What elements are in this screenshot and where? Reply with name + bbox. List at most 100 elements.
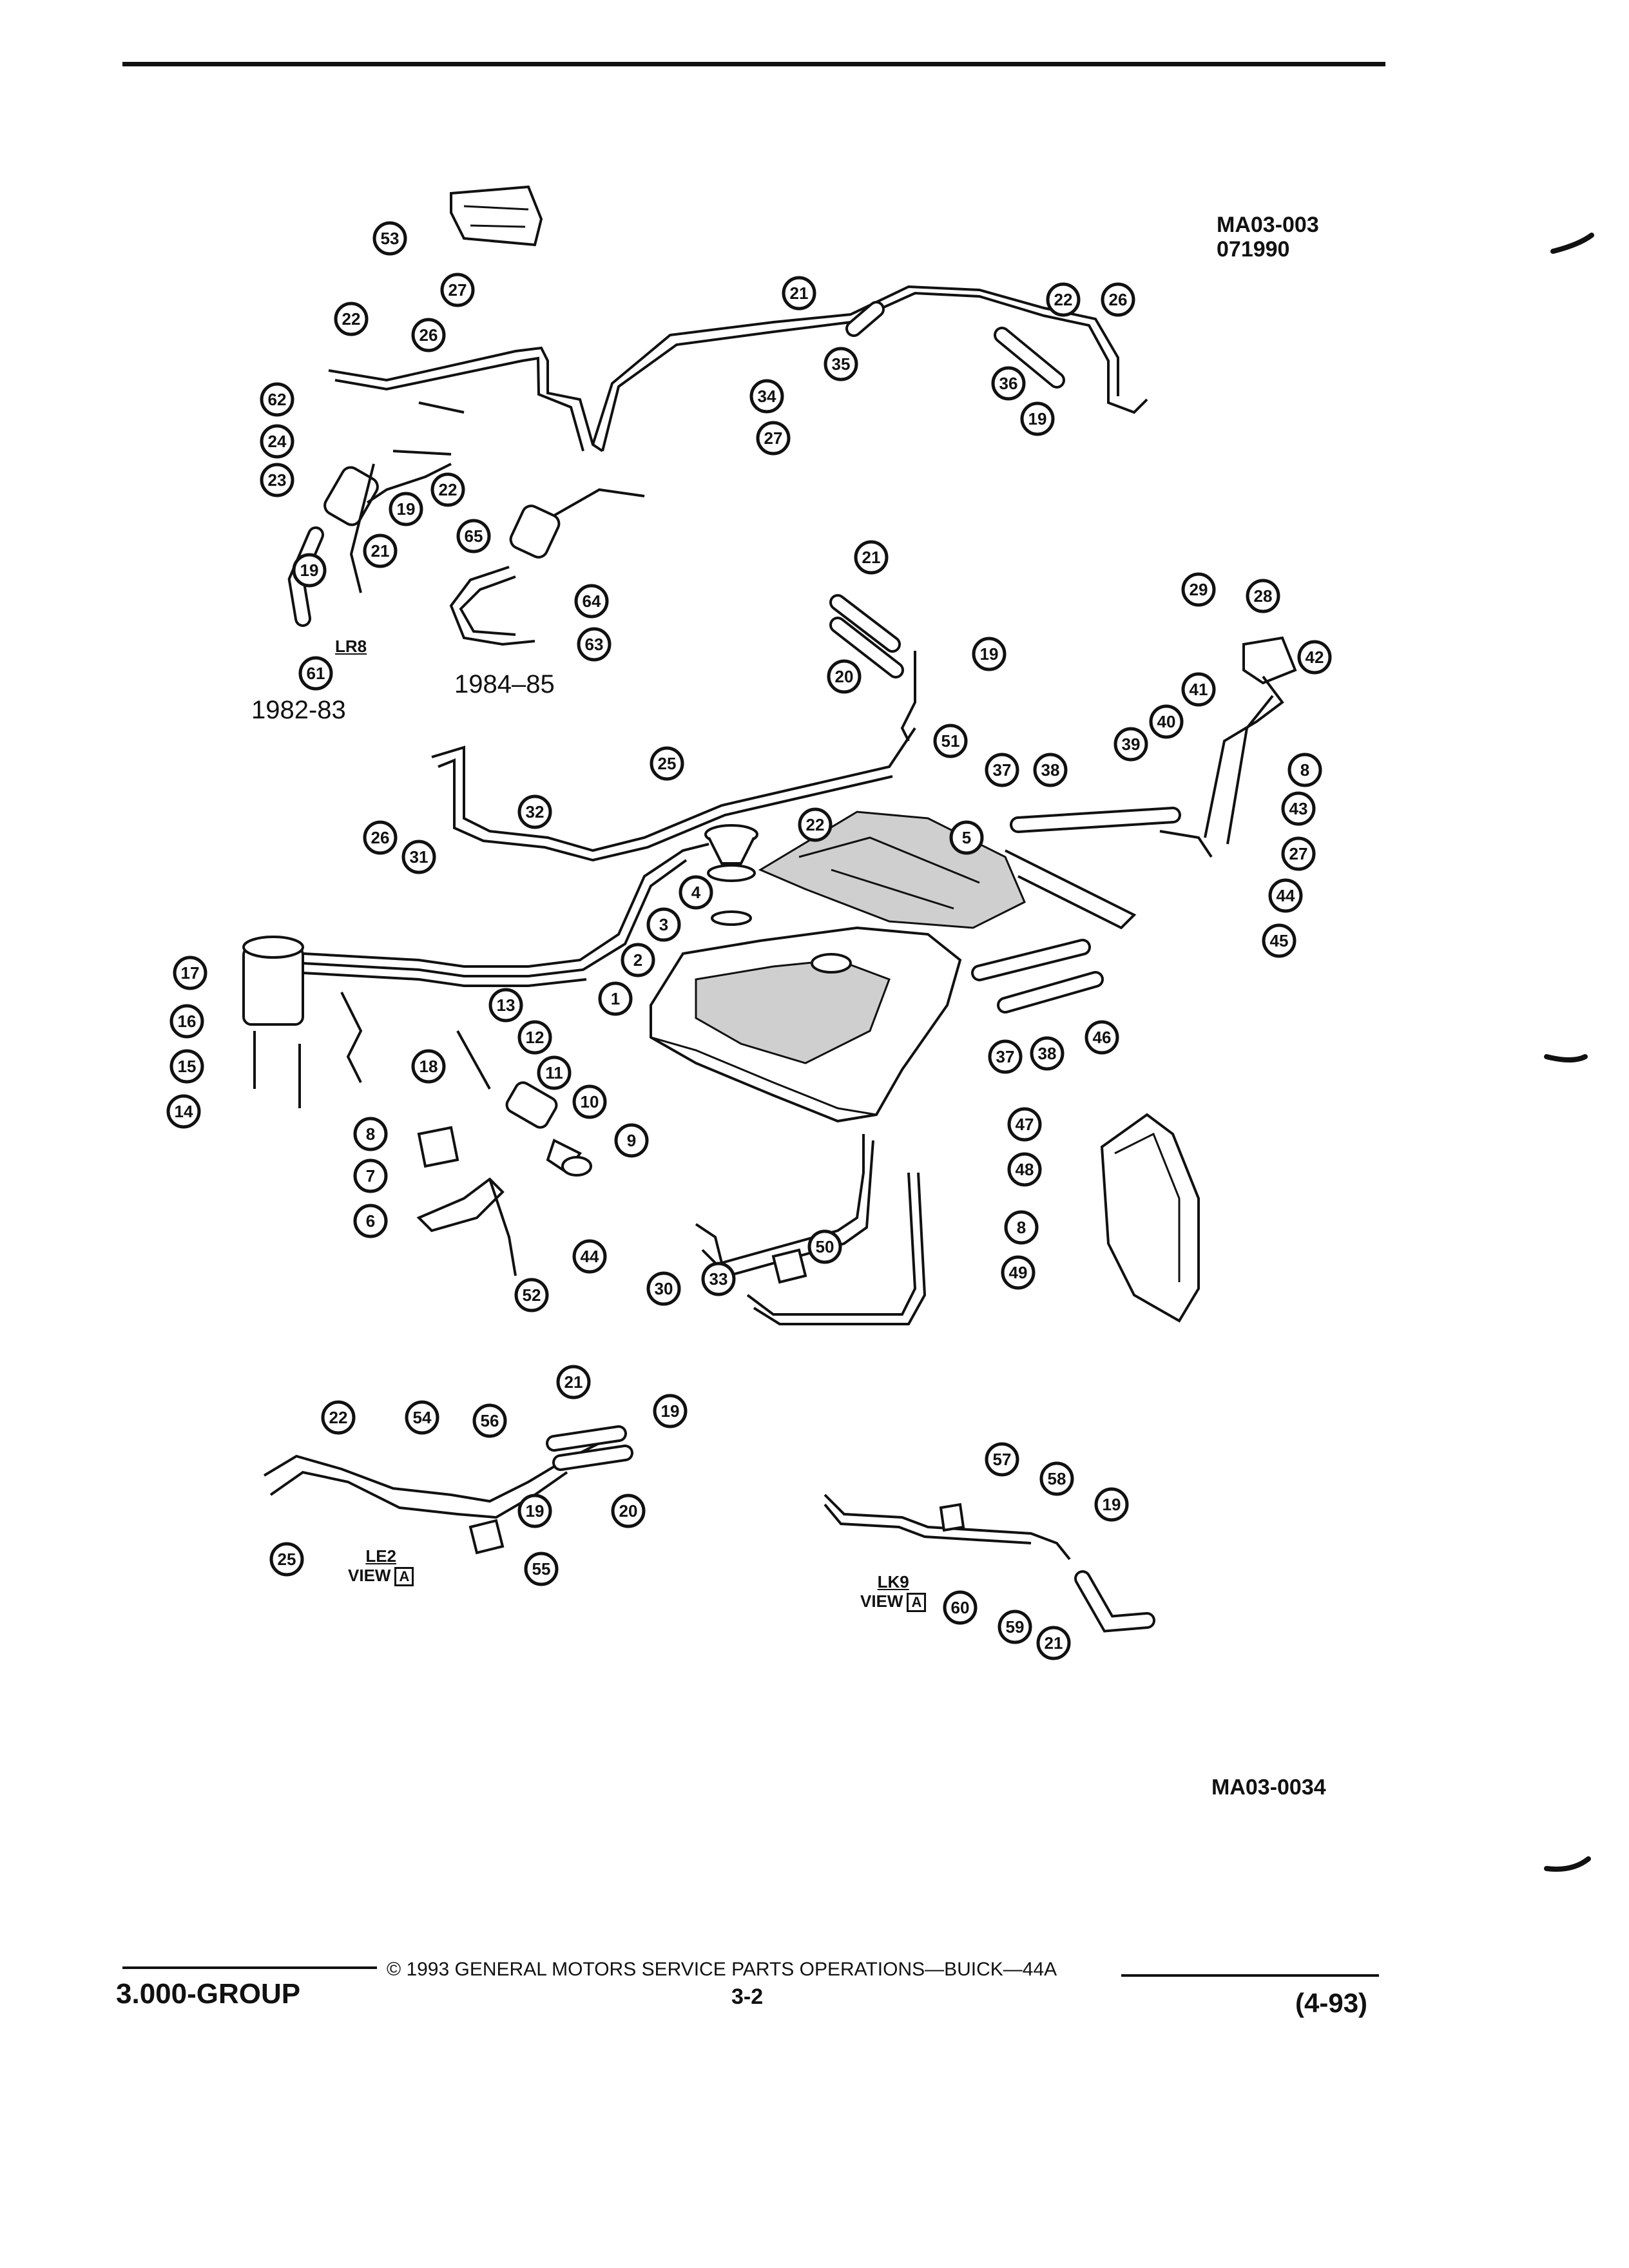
callout-number: 46 [1093,1028,1112,1047]
callout-7: 7 [353,1158,388,1193]
upper-fuel-lines [328,285,1148,452]
lr8-text: LR8 [335,637,367,656]
callout-number: 19 [300,561,319,580]
diagram-code-date: 071990 [1217,237,1290,262]
filler-hoses-46 [971,849,1137,1014]
bracket-6-7 [416,1126,517,1276]
callout-21: 21 [556,1365,591,1399]
le2-view-lines [263,1425,633,1555]
top-rule [122,62,1385,66]
callout-number: 49 [1009,1263,1028,1282]
callout-number: 59 [1006,1617,1025,1637]
callout-number: 22 [342,309,361,329]
callout-45: 45 [1262,923,1296,958]
callout-38: 38 [1033,753,1068,787]
footer-page-number: 3-2 [731,1984,764,2009]
fuel-tank-1 [650,926,962,1123]
callout-15: 15 [169,1049,204,1084]
callout-12: 12 [517,1020,552,1055]
callout-41: 41 [1181,672,1216,707]
callout-number: 35 [832,354,851,374]
le2-text: LE2 [365,1546,397,1566]
callout-51: 51 [933,724,968,758]
callout-number: 14 [175,1102,193,1121]
callout-27: 27 [440,273,475,307]
callout-number: 24 [268,432,287,451]
callout-number: 19 [1028,409,1047,428]
filter-assembly-lr8 [287,401,465,627]
callout-49: 49 [1001,1255,1036,1290]
callout-8: 8 [1004,1210,1039,1245]
callout-number: 38 [1041,760,1060,780]
callout-25: 25 [269,1542,304,1577]
callout-46: 46 [1084,1020,1119,1055]
callout-number: 4 [691,883,701,902]
callout-number: 15 [178,1057,197,1076]
callout-number: 56 [481,1411,499,1430]
callout-number: 8 [1300,760,1309,780]
callout-53: 53 [372,221,407,256]
callout-19: 19 [292,553,327,588]
callout-number: 34 [758,387,776,406]
lr8-label: LR8 [335,637,367,656]
lk9-view-letter: A [907,1593,927,1612]
callout-8: 8 [353,1117,388,1151]
callout-number: 20 [835,667,854,686]
tank-straps [695,1134,927,1325]
callout-number: 22 [806,815,825,834]
callout-40: 40 [1149,704,1184,739]
callout-number: 10 [581,1092,599,1111]
callout-number: 19 [397,499,416,519]
callout-20: 20 [827,659,862,694]
callout-4: 4 [679,875,713,910]
callout-number: 53 [381,229,400,248]
callout-43: 43 [1281,791,1316,826]
callout-57: 57 [985,1442,1019,1477]
callout-number: 45 [1270,931,1289,950]
callout-number: 37 [993,760,1012,780]
callout-33: 33 [701,1262,736,1296]
upper-right-hoses [829,594,1297,858]
callout-number: 50 [816,1237,834,1256]
year-label-1984-85: 1984–85 [454,670,555,698]
binding-mark-1 [1550,233,1594,254]
callout-47: 47 [1007,1107,1042,1142]
callout-number: 8 [366,1124,375,1144]
callout-26: 26 [411,318,446,352]
callout-52: 52 [514,1278,549,1312]
callout-number: 2 [633,950,642,970]
callout-number: 40 [1157,712,1176,731]
callout-number: 19 [661,1401,680,1421]
callout-number: 3 [659,915,668,934]
callout-54: 54 [405,1400,439,1435]
le2-view-word: VIEW [348,1566,391,1585]
callout-3: 3 [646,907,681,942]
callout-number: 19 [1103,1495,1121,1514]
footer-group: 3.000-GROUP [116,1978,301,2010]
lk9-text: LK9 [877,1572,909,1591]
callout-36: 36 [991,366,1026,401]
callout-18: 18 [411,1049,446,1084]
callout-number: 22 [1054,290,1073,309]
callout-19: 19 [653,1394,688,1428]
callout-number: 25 [658,754,677,773]
callout-number: 29 [1190,580,1208,599]
callout-number: 36 [999,374,1018,393]
callout-35: 35 [824,347,858,381]
callout-number: 7 [366,1166,375,1186]
figure-code: MA03-0034 [1211,1775,1326,1800]
callout-number: 42 [1306,648,1324,667]
canister-17 [242,843,709,1108]
callout-2: 2 [621,943,655,977]
callout-22: 22 [430,472,465,507]
callout-21: 21 [363,533,398,568]
lk9-view-lines [824,1494,1155,1633]
callout-number: 44 [1277,886,1295,905]
callout-number: 21 [564,1372,583,1392]
callout-65: 65 [456,519,491,553]
callout-24: 24 [260,424,294,459]
